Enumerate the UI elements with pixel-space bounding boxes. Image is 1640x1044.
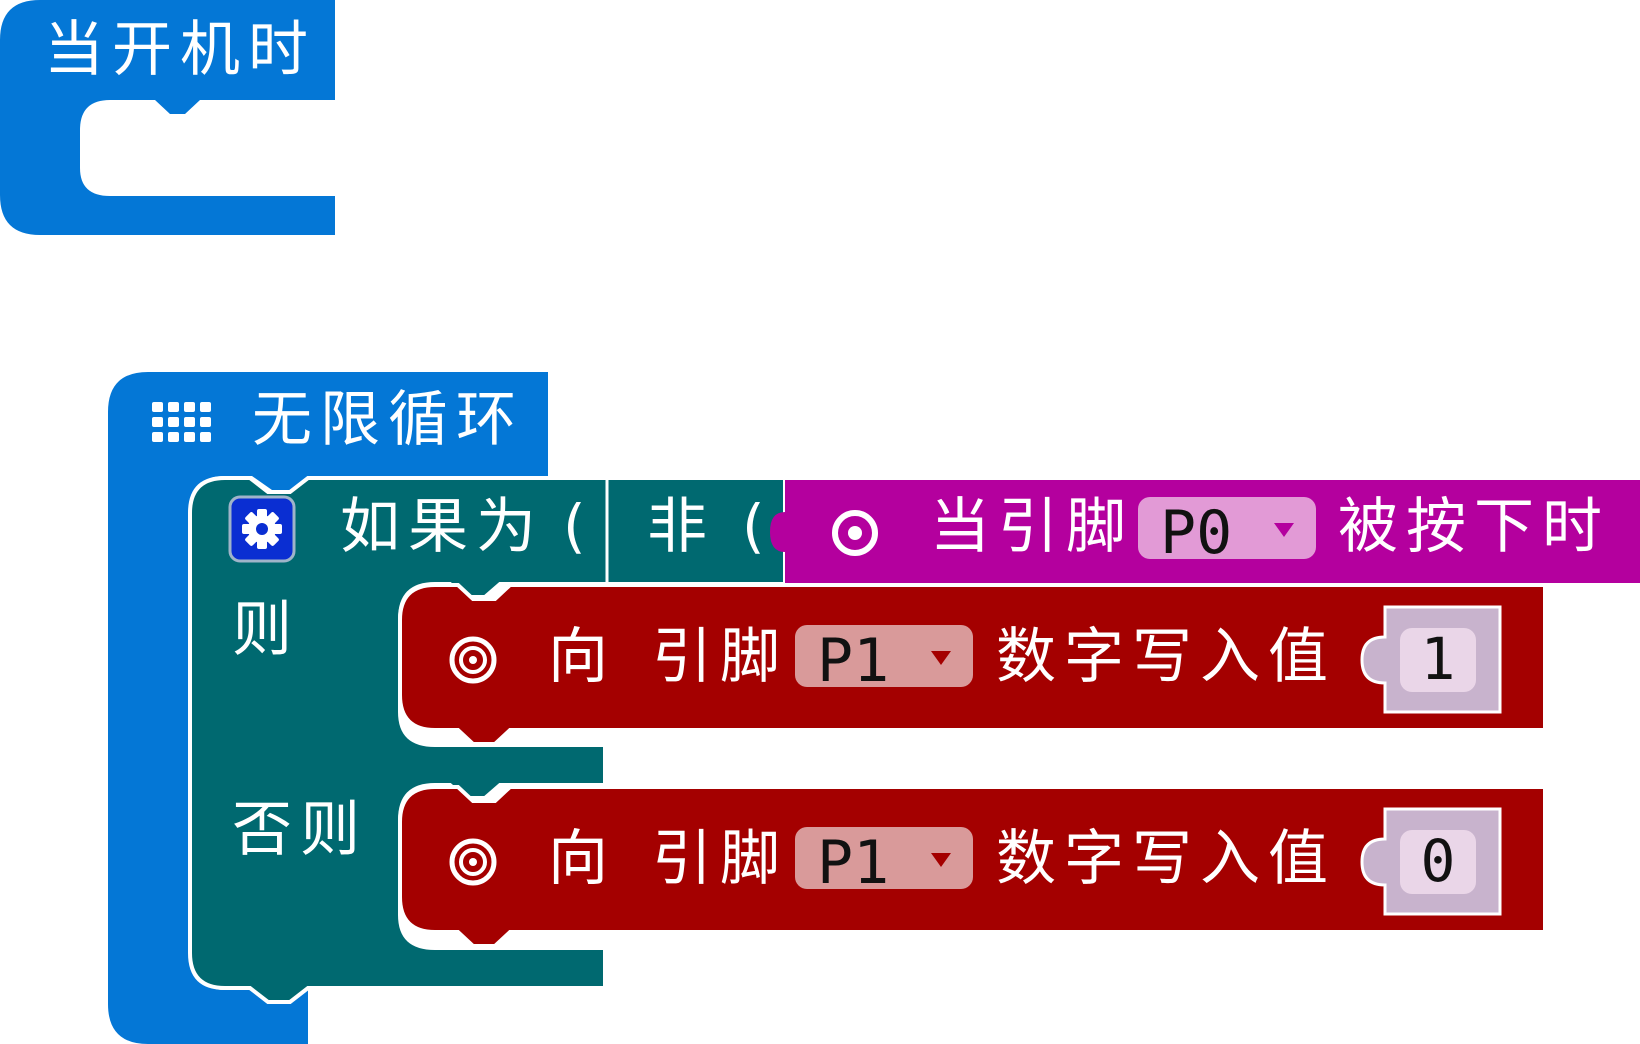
write-pin-dropdown-2[interactable]: P1 — [795, 827, 973, 893]
pin-pressed-prefix: 当引脚 — [930, 492, 1134, 562]
write-pin-label: 引脚 — [652, 824, 788, 894]
write-pin-dropdown-value: P1 — [817, 828, 890, 898]
pin-rings-icon — [449, 636, 497, 684]
write-action-label: 数字写入值 — [996, 824, 1336, 894]
pin-pressed-dropdown[interactable]: P0 — [1138, 497, 1316, 563]
if-condition-bracket: ( — [563, 492, 586, 560]
write-pin-dropdown-1[interactable]: P1 — [795, 625, 973, 691]
grid-icon — [152, 402, 211, 442]
write-pin-dropdown-value: P1 — [817, 626, 890, 696]
write-action-label: 数字写入值 — [996, 622, 1336, 692]
on-start-label: 当开机时 — [44, 15, 316, 85]
pin-pressed-dropdown-value: P0 — [1160, 498, 1233, 568]
chevron-down-icon — [931, 651, 951, 665]
write-pin-label: 引脚 — [652, 622, 788, 692]
pin-rings-icon — [449, 838, 497, 886]
target-icon — [832, 510, 878, 556]
on-start-block[interactable] — [0, 0, 335, 235]
chevron-down-icon — [931, 853, 951, 867]
else-label: 否则 — [232, 795, 368, 865]
write-to-label: 向 — [548, 824, 616, 894]
pin-pressed-suffix: 被按下时 — [1338, 492, 1610, 562]
write-to-label: 向 — [548, 622, 616, 692]
if-label: 如果为 — [340, 492, 544, 562]
not-label: 非 — [647, 492, 715, 562]
not-condition-bracket: ( — [742, 492, 765, 560]
gear-icon[interactable] — [228, 495, 296, 563]
chevron-down-icon — [1274, 523, 1294, 537]
then-label: 则 — [232, 595, 300, 665]
write-value-input-2[interactable]: 0 — [1400, 830, 1476, 894]
write-value-input-1[interactable]: 1 — [1400, 628, 1476, 692]
forever-label: 无限循环 — [252, 385, 524, 455]
